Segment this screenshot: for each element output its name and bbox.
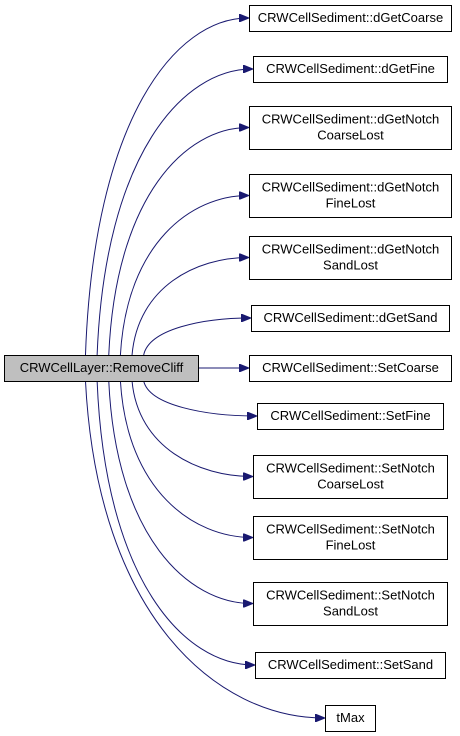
call-edge [84, 18, 248, 356]
node-label: CRWCellSediment::dGetSand [264, 310, 438, 325]
node-label: FineLost [326, 196, 376, 211]
target-node[interactable]: CRWCellSediment::SetSand [255, 652, 446, 679]
node-label: CoarseLost [317, 477, 384, 492]
node-label: CRWCellSediment::SetNotch [266, 461, 435, 476]
node-label: tMax [336, 710, 365, 725]
node-box [249, 236, 452, 280]
node-box [249, 106, 452, 150]
call-edge [119, 380, 252, 538]
node-label: FineLost [326, 538, 376, 553]
node-box [253, 455, 448, 499]
node-label: CRWCellSediment::SetNotch [266, 522, 435, 537]
target-node[interactable]: CRWCellSediment::SetCoarse [249, 355, 452, 382]
node-label: CRWCellSediment::dGetNotch [262, 112, 440, 127]
node-box [257, 403, 444, 430]
node-box [255, 652, 446, 679]
node-label: CRWCellLayer::RemoveCliff [20, 360, 184, 375]
call-edge [84, 380, 324, 718]
call-edge [119, 196, 248, 356]
call-edge [108, 128, 248, 356]
call-edge [96, 380, 254, 665]
node-label: CRWCellSediment::SetFine [270, 408, 430, 423]
node-box [249, 355, 452, 382]
target-node[interactable]: CRWCellSediment::dGetCoarse [249, 5, 452, 32]
call-edge [143, 318, 250, 356]
call-edge [131, 258, 248, 356]
node-label: CRWCellSediment::dGetNotch [262, 180, 440, 195]
node-box [253, 582, 448, 626]
target-node[interactable]: tMax [325, 705, 376, 732]
node-box [249, 5, 452, 32]
node-box [325, 705, 376, 732]
target-node[interactable]: CRWCellSediment::SetFine [257, 403, 444, 430]
node-label: CRWCellSediment::dGetNotch [262, 242, 440, 257]
target-node[interactable]: CRWCellSediment::dGetFine [253, 56, 448, 83]
call-edge [108, 380, 252, 604]
node-label: CRWCellSediment::dGetCoarse [258, 10, 443, 25]
source-node[interactable]: CRWCellLayer::RemoveCliff [4, 355, 199, 382]
node-box [253, 516, 448, 560]
node-label: SandLost [323, 604, 378, 619]
call-edge [143, 380, 256, 416]
node-box [253, 56, 448, 83]
node-label: CRWCellSediment::SetCoarse [262, 360, 439, 375]
node-box [249, 174, 452, 218]
node-box [4, 355, 199, 382]
call-edge [131, 380, 252, 477]
node-label: CRWCellSediment::SetSand [268, 657, 433, 672]
node-box [251, 305, 450, 332]
node-label: CRWCellSediment::SetNotch [266, 588, 435, 603]
node-label: CoarseLost [317, 128, 384, 143]
call-edge [96, 69, 252, 356]
node-label: SandLost [323, 258, 378, 273]
target-node[interactable]: CRWCellSediment::dGetSand [251, 305, 450, 332]
node-label: CRWCellSediment::dGetFine [266, 61, 435, 76]
